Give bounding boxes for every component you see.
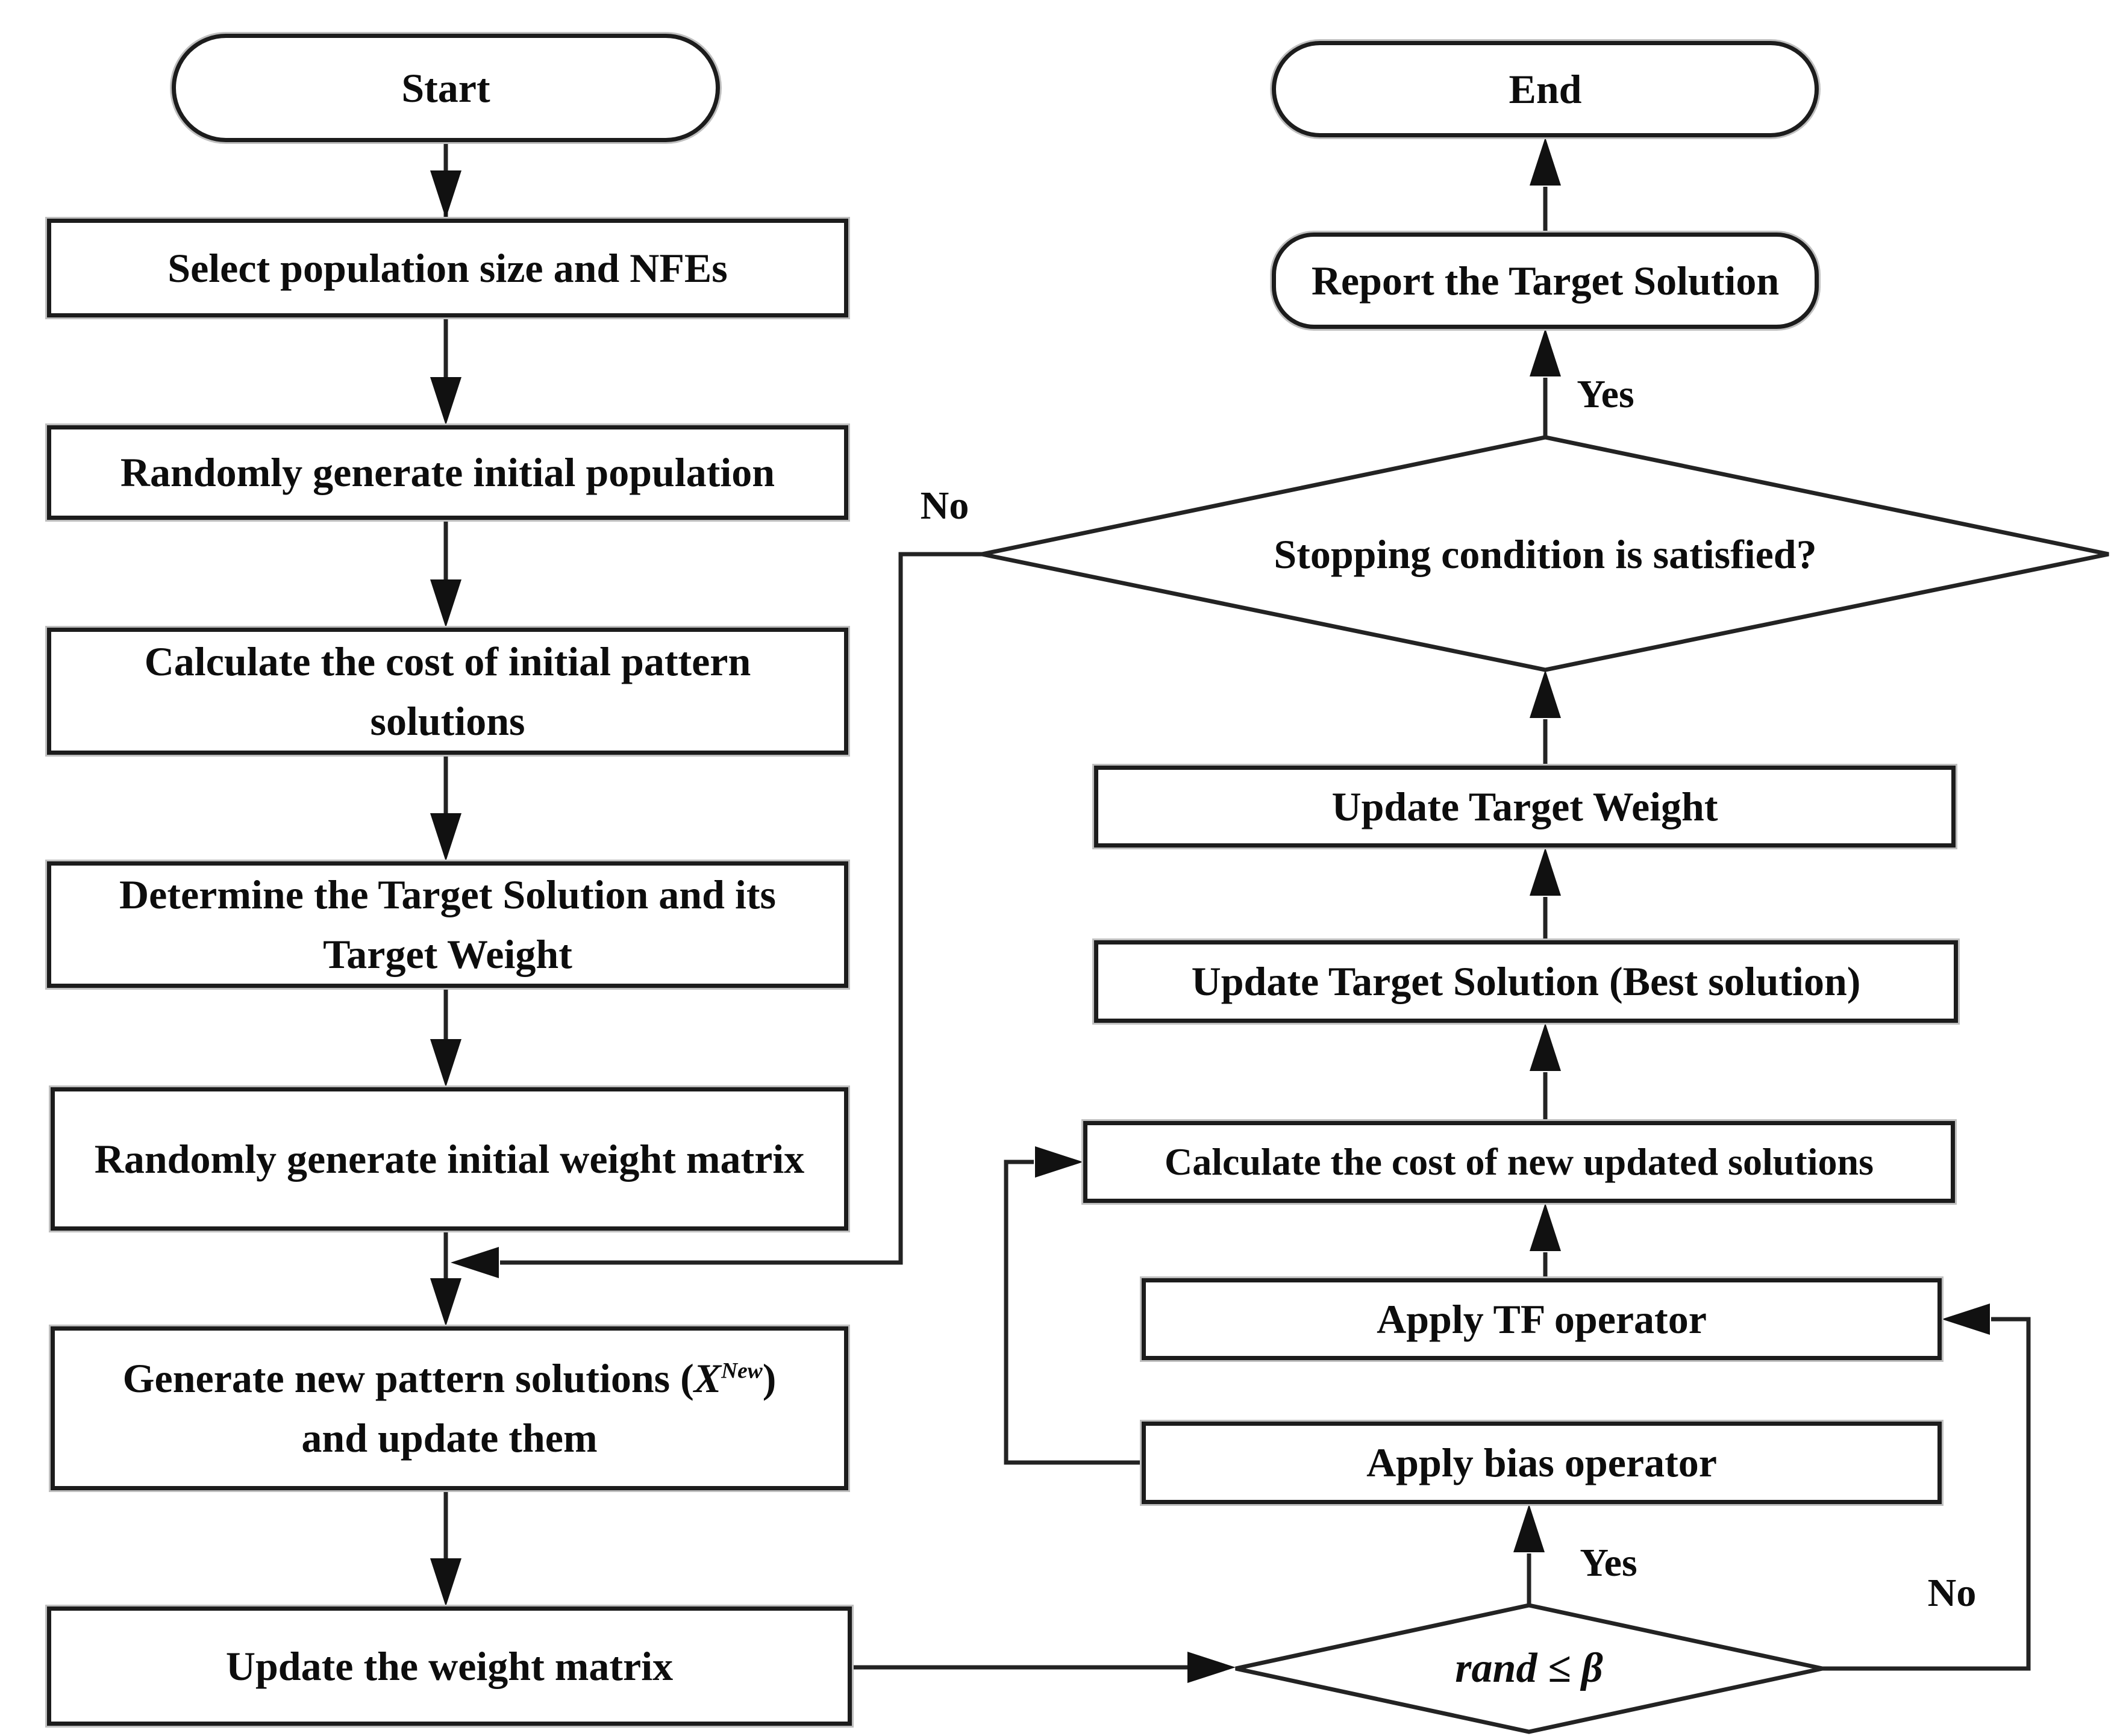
report-target-node: Report the Target Solution [1272,233,1819,329]
process-determine-target: Determine the Target Solution and its Ta… [47,861,848,988]
arrowhead-generatenew-to-updateweight [430,1558,461,1606]
end-terminator: End [1272,41,1819,137]
process-apply-tf: Apply TF operator [1142,1278,1942,1360]
process-update-weight-matrix: Update the weight matrix [47,1606,852,1726]
arrowhead-bias-to-calcnew [1035,1146,1083,1178]
rand-no-label: No [1892,1563,2012,1623]
stop-no-label: No [890,476,999,536]
update-target-solution-label: Update Target Solution (Best solution) [1191,958,1861,1005]
process-apply-bias: Apply bias operator [1142,1422,1942,1504]
process-generate-new-solutions: Generate new pattern solutions (XNew) an… [51,1326,848,1490]
stop-no-text: No [920,484,969,528]
end-label: End [1509,66,1582,112]
rand-check-label: rand ≤ β [1318,1614,1740,1723]
determine-target-line2: Target Weight [323,931,572,977]
stop-check-text: Stopping condition is satisfied? [1274,531,1817,577]
determine-target-label: Determine the Target Solution and its Ta… [119,865,776,984]
arrowhead-weightmatrix-to-generatenew [430,1278,461,1326]
generate-new-solutions-line1: Generate new pattern solutions (XNew) [123,1349,777,1408]
calc-initial-cost-label: Calculate the cost of initial pattern so… [145,632,751,751]
rand-check-text: rand ≤ β [1455,1645,1603,1691]
generate-line1-prefix: Generate new pattern solutions ( [122,1355,694,1402]
calc-initial-cost-line1: Calculate the cost of initial pattern [144,638,751,684]
process-random-weight-matrix: Randomly generate initial weight matrix [51,1087,848,1231]
arrowhead-rand-yes-to-bias [1513,1504,1545,1552]
generate-x-superscript: New [721,1358,763,1384]
process-update-target-weight: Update Target Weight [1094,766,1956,848]
update-weight-matrix-label: Update the weight matrix [225,1643,674,1689]
apply-tf-label: Apply TF operator [1377,1296,1707,1342]
edge-bias-to-calcnew [1004,1160,1142,1465]
edge-rand-no-to-tf [1822,1317,2031,1671]
stop-decision-diamond [981,435,2109,672]
arrowhead-rand-no-to-tf [1942,1304,1990,1335]
random-weight-matrix-label: Randomly generate initial weight matrix [94,1135,805,1182]
stop-yes-label: Yes [1545,364,1666,425]
arrowhead-updatesolution-to-updateweight [1530,848,1561,896]
arrowhead-updateweight-to-rand [1187,1652,1236,1683]
generate-x-symbol: X [693,1355,722,1402]
rand-no-text: No [1927,1571,1977,1615]
arrowhead-select-to-randompop [430,377,461,425]
select-population-label: Select population size and NFEs [167,245,728,291]
rand-yes-label: Yes [1548,1533,1669,1593]
stop-check-label: Stopping condition is satisfied? [1102,494,1988,614]
determine-target-line1: Determine the Target Solution and its [119,872,776,918]
generate-close-paren: ) [762,1355,777,1402]
generate-new-solutions-line2: and update them [301,1415,598,1461]
arrowhead-randompop-to-calcinitial [430,579,461,628]
generate-new-solutions-label: Generate new pattern solutions (XNew) an… [123,1349,777,1467]
process-calc-initial-cost: Calculate the cost of initial pattern so… [47,628,848,755]
arrowhead-calcinitial-to-determine [430,813,461,861]
random-population-label: Randomly generate initial population [120,449,775,496]
process-select-population: Select population size and NFEs [47,219,848,317]
arrowhead-report-to-end [1530,137,1561,186]
report-target-label: Report the Target Solution [1311,257,1780,304]
apply-bias-label: Apply bias operator [1366,1440,1717,1486]
calc-initial-cost-line2: solutions [370,698,525,744]
edge-stop-no-feedback [500,552,982,1265]
arrowhead-calcnew-to-updatesolution [1530,1023,1561,1071]
calc-new-cost-label: Calculate the cost of new updated soluti… [1165,1140,1874,1183]
process-calc-new-cost: Calculate the cost of new updated soluti… [1083,1121,1955,1203]
arrowhead-updateweight-to-stopcheck [1530,670,1561,718]
process-random-population: Randomly generate initial population [47,425,848,520]
process-update-target-solution: Update Target Solution (Best solution) [1094,940,1958,1023]
start-label: Start [401,64,490,111]
arrowhead-tf-to-calcnew [1530,1203,1561,1251]
start-terminator: Start [172,34,720,142]
arrowhead-stop-no-feedback [451,1247,499,1278]
arrowhead-determine-to-weightmatrix [430,1039,461,1087]
update-target-weight-label: Update Target Weight [1331,783,1718,829]
arrowhead-stop-yes-to-report [1530,328,1561,376]
arrowhead-start-to-select [430,170,461,219]
rand-yes-text: Yes [1580,1541,1637,1585]
stop-yes-text: Yes [1577,372,1634,416]
